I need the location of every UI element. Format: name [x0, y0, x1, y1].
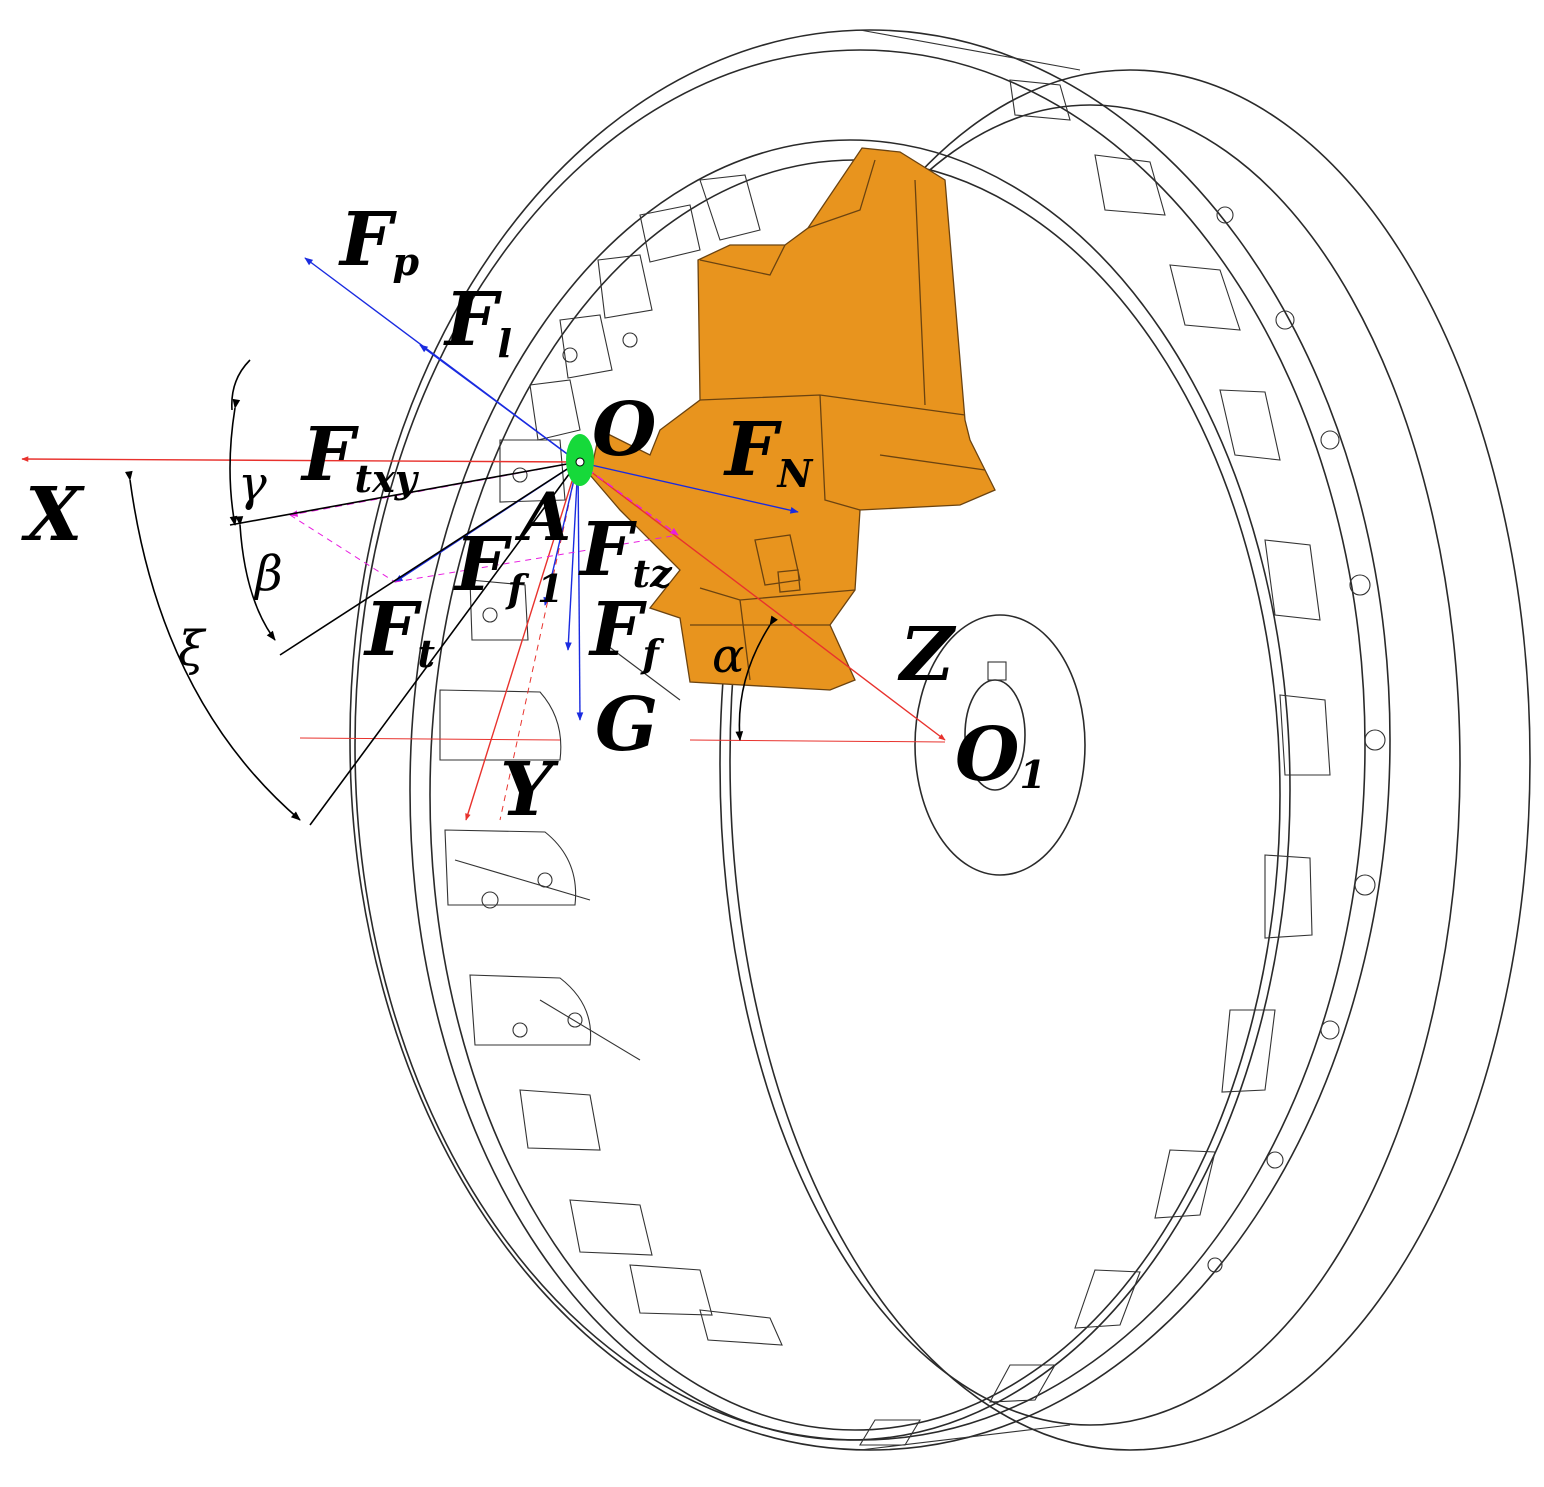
labels: Fp Fl O FN Ftxy X A Ff 1 Ftz Ft Ff G Z O…: [21, 197, 1046, 833]
label-x: X: [21, 472, 85, 558]
label-ff: Ff: [588, 587, 665, 676]
label-ft: Ft: [363, 587, 436, 676]
angle-marks: [125, 359, 778, 826]
label-ftxy: Ftxy: [300, 412, 420, 501]
point-o-dot: [575, 457, 585, 467]
label-beta: β: [253, 546, 283, 602]
hub: [914, 614, 1086, 876]
label-o1: O1: [955, 712, 1046, 798]
label-gamma: γ: [238, 456, 267, 512]
label-g: G: [595, 682, 658, 768]
wheel-front-ring: [349, 29, 1391, 1451]
label-o: O: [592, 387, 656, 473]
xi-arc-top: [231, 359, 251, 411]
gamma-arc: [229, 398, 241, 526]
y-axis-line: [465, 461, 579, 821]
force-fl-arrow: [419, 344, 579, 463]
wheel-back-ring: [719, 69, 1531, 1451]
label-xi: ξ: [178, 621, 207, 677]
ftxy-projection: [289, 514, 396, 583]
force-g-arrow: [576, 461, 584, 721]
label-y: Y: [500, 747, 559, 833]
axes: [21, 456, 946, 821]
forces: [289, 257, 799, 721]
label-fp: Fp: [338, 197, 420, 284]
label-ff1: Ff 1: [453, 522, 564, 611]
force-ff1-arrow: [543, 461, 579, 606]
inner-buckets: [439, 174, 783, 1346]
force-ftz-arrow: [577, 461, 679, 536]
label-fn: FN: [723, 407, 814, 496]
ref-line-left: [299, 737, 561, 741]
force-ff-arrow: [565, 461, 579, 651]
ref-line-right: [689, 739, 946, 743]
ftz-projection: [394, 534, 679, 583]
alpha-arc: [735, 615, 778, 741]
label-ftz: Ftz: [578, 507, 673, 596]
xi-arc: [125, 470, 301, 821]
outer-windows: [859, 79, 1386, 1446]
label-z: Z: [897, 612, 957, 698]
z-axis-line: [577, 461, 946, 741]
label-a: A: [514, 478, 571, 556]
force-fn-arrow: [577, 461, 799, 514]
label-alpha: α: [712, 628, 744, 684]
x-axis-line: [21, 456, 579, 463]
label-fl: Fl: [443, 277, 512, 366]
